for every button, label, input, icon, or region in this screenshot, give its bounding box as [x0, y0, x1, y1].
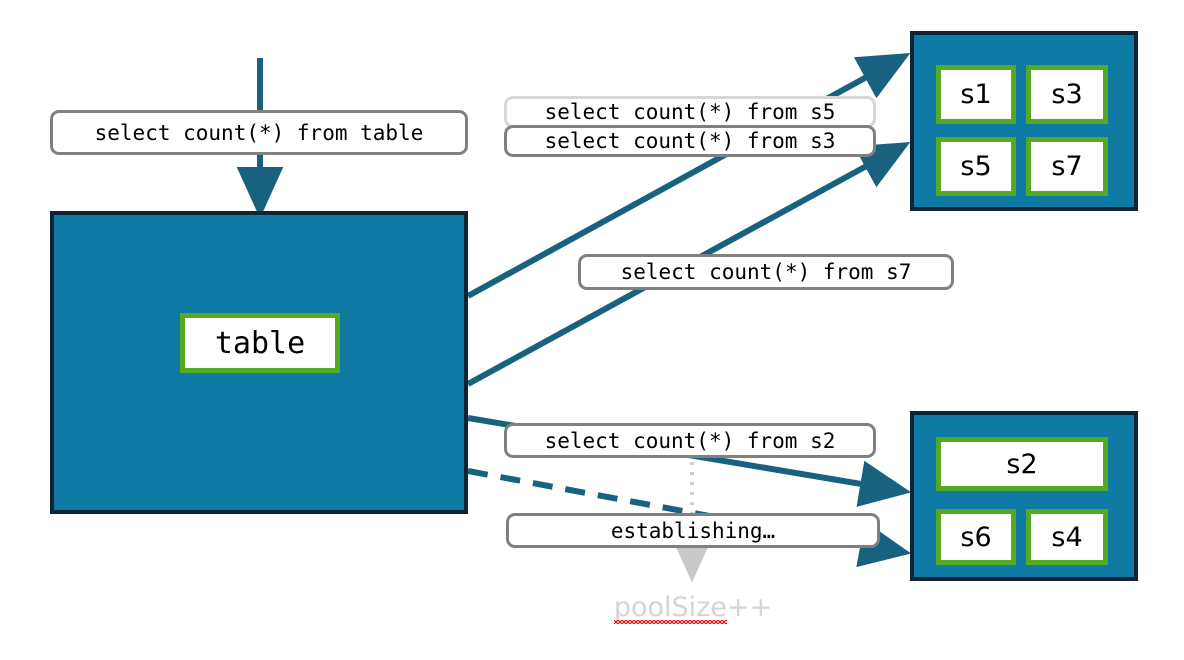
- poolsize-text: poolSize: [613, 592, 728, 624]
- label-query-s5[interactable]: select count(*) from s5: [504, 96, 876, 128]
- node-s6[interactable]: s6: [936, 509, 1016, 565]
- node-s1[interactable]: s1: [936, 65, 1016, 124]
- poolsize-increment: ++: [726, 592, 773, 623]
- node-s5[interactable]: s5: [936, 137, 1016, 196]
- label-query-s3[interactable]: select count(*) from s3: [504, 125, 876, 157]
- label-input-query[interactable]: select count(*) from table: [50, 110, 468, 155]
- node-s3[interactable]: s3: [1026, 65, 1108, 124]
- node-table[interactable]: table: [180, 313, 340, 373]
- label-query-s7[interactable]: select count(*) from s7: [578, 254, 954, 290]
- node-s4[interactable]: s4: [1026, 509, 1108, 565]
- label-query-s2[interactable]: select count(*) from s2: [504, 423, 876, 458]
- label-establishing[interactable]: establishing…: [506, 513, 880, 548]
- poolsize-annotation: poolSize++: [608, 592, 778, 624]
- node-s2[interactable]: s2: [936, 437, 1108, 491]
- node-s7[interactable]: s7: [1026, 137, 1108, 196]
